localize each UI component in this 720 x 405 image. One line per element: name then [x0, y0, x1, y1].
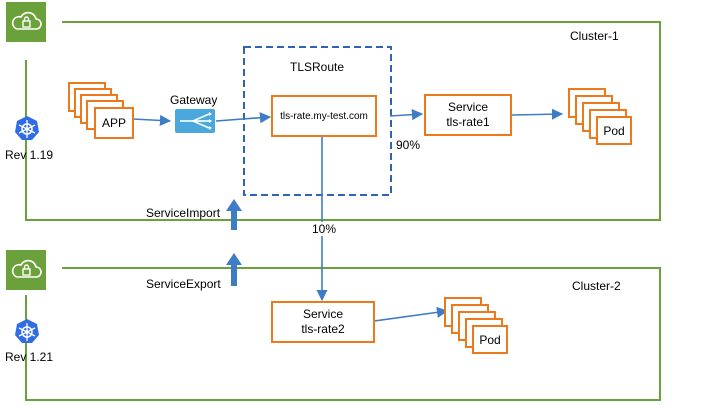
service-1-name: tls-rate1	[446, 115, 490, 129]
tlsroute-boundary	[243, 46, 392, 196]
cluster-2-rev: Rev 1.21	[5, 350, 54, 364]
pod-box: Pod	[596, 116, 632, 145]
service-import-up-arrow	[226, 199, 242, 230]
weight-primary: 90%	[396, 138, 421, 152]
cluster-1-label: Cluster-1	[570, 29, 619, 43]
arrow-service1-to-pods	[511, 108, 564, 120]
service-export-label: ServiceExport	[146, 277, 221, 291]
cluster-2-frame	[25, 267, 661, 401]
gateway-icon	[175, 109, 215, 133]
app-box: APP	[94, 107, 134, 139]
kubernetes-icon	[14, 318, 40, 344]
service-1-kind: Service	[447, 100, 488, 114]
service-tls-rate2-box: Service tls-rate2	[271, 301, 375, 343]
service-export-up-arrow	[226, 253, 242, 286]
cluster-1-frame	[25, 21, 661, 221]
arrow-gateway-to-tlsroute	[215, 112, 272, 124]
weight-secondary: 10%	[311, 222, 338, 236]
tlsroute-host-box: tls-rate.my-test.com	[271, 95, 377, 137]
lock-cloud-icon	[6, 2, 46, 42]
tlsroute-label: TLSRoute	[290, 60, 345, 74]
cluster-1-rev: Rev 1.19	[5, 148, 54, 162]
service-import-label: ServiceImport	[146, 206, 221, 220]
lock-cloud-icon	[6, 250, 46, 290]
service-2-kind: Service	[302, 307, 343, 321]
pod-box: Pod	[472, 325, 508, 354]
arrow-service2-to-pods	[373, 306, 449, 322]
service-tls-rate1-box: Service tls-rate1	[424, 94, 512, 136]
gateway-label: Gateway	[170, 93, 218, 107]
cluster-2-label: Cluster-2	[572, 279, 621, 293]
kubernetes-icon	[14, 115, 40, 141]
service-2-name: tls-rate2	[301, 322, 345, 336]
arrow-tlsroute-to-service1	[389, 109, 424, 121]
arrow-app-to-gateway	[132, 114, 172, 127]
